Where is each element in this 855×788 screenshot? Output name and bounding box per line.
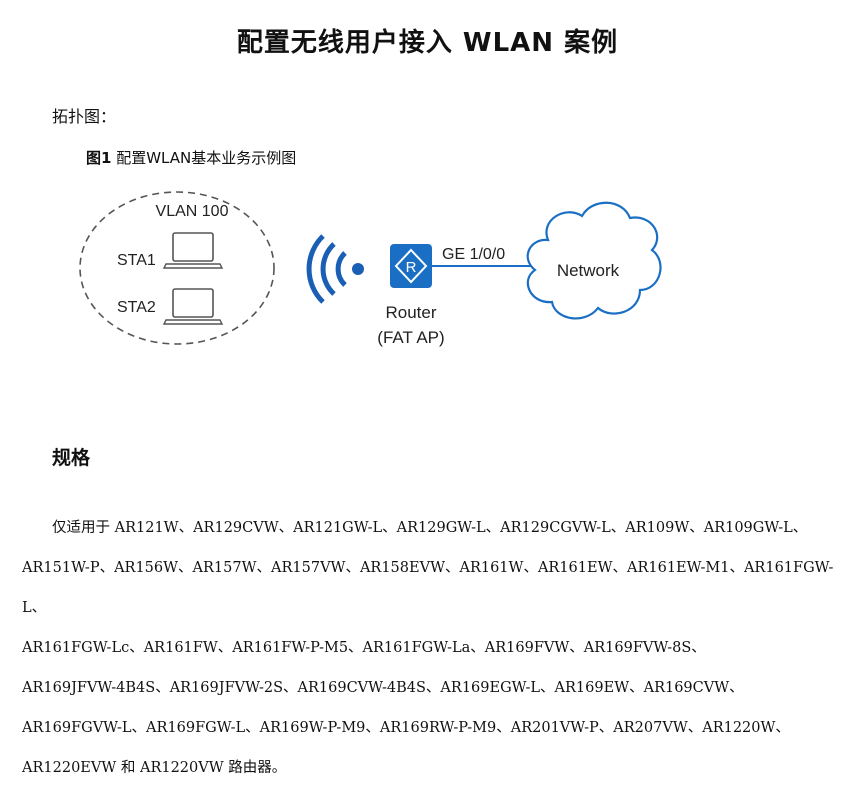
wifi-signal-icon <box>306 234 364 304</box>
spec-line: AR169JFVW-4B4S、AR169JFVW-2S、AR169CVW-4B4… <box>22 680 744 696</box>
figure-caption: 图1 配置WLAN基本业务示例图 <box>86 147 296 168</box>
interface-label: GE 1/0/0 <box>442 246 505 263</box>
spec-line: AR161FGW-Lc、AR161FW、AR161FW-P-M5、AR161FG… <box>22 640 706 656</box>
router-label: Router <box>385 303 436 322</box>
vlan-label: VLAN 100 <box>156 203 229 220</box>
sta2-label: STA2 <box>117 299 156 316</box>
spec-line: AR151W-P、AR156W、AR157W、AR157VW、AR158EVW、… <box>22 560 834 616</box>
spec-line: AR1220EVW 和 AR1220VW 路由器。 <box>22 760 287 776</box>
router-letter: R <box>406 259 417 276</box>
spec-line: 仅适用于 AR121W、AR129CVW、AR121GW-L、AR129GW-L… <box>52 520 808 536</box>
topology-diagram: VLAN 100 STA1 STA2 R Router (FAT AP) GE … <box>79 191 662 347</box>
router-icon: R <box>390 244 432 288</box>
cloud-icon <box>526 201 662 320</box>
spec-line: AR169FGVW-L、AR169FGW-L、AR169W-P-M9、AR169… <box>22 720 790 736</box>
figure-number: 图1 <box>86 149 112 167</box>
sta1-label: STA1 <box>117 252 156 269</box>
vlan-boundary <box>79 191 275 345</box>
page-title: 配置无线用户接入 WLAN 案例 <box>236 28 619 58</box>
laptop-icon <box>162 288 224 325</box>
topology-label: 拓扑图： <box>52 107 117 126</box>
figure-caption-text: 配置WLAN基本业务示例图 <box>111 149 297 167</box>
network-label: Network <box>557 261 620 280</box>
router-sublabel: (FAT AP) <box>377 328 444 347</box>
spec-paragraph: 仅适用于 AR121W、AR129CVW、AR121GW-L、AR129GW-L… <box>22 508 837 788</box>
spec-heading: 规格 <box>52 447 91 469</box>
laptop-icon <box>162 232 224 269</box>
